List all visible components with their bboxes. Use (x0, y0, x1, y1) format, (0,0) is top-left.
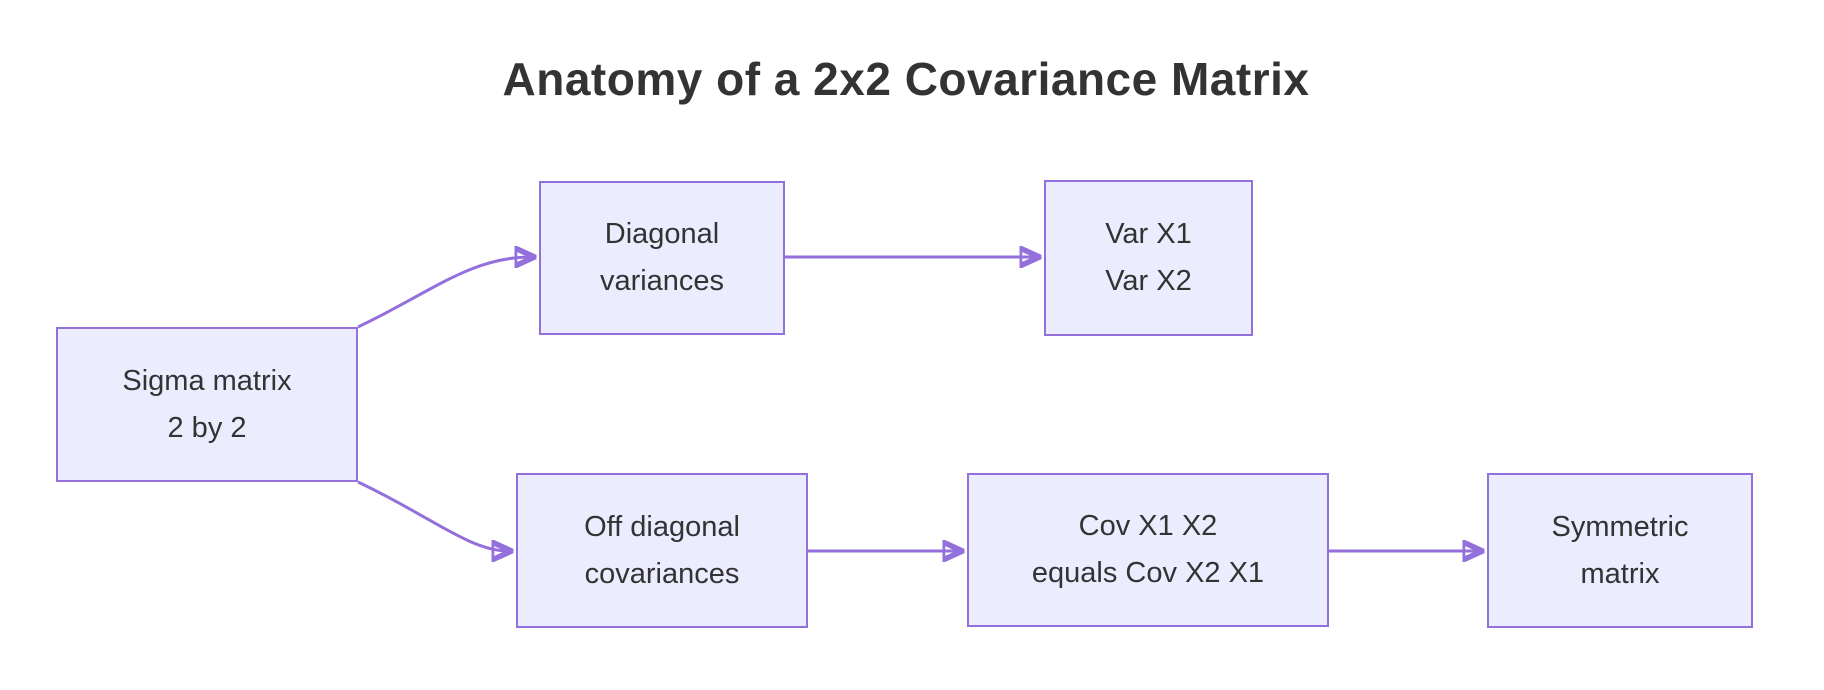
node-label-line: matrix (1580, 557, 1660, 590)
node-sigma-matrix: Sigma matrix 2 by 2 (56, 327, 358, 482)
node-diagonal-variances: Diagonal variances (539, 181, 785, 335)
edge-sigma-to-offdiag (357, 480, 508, 551)
node-off-diagonal-covariances: Off diagonal covariances (516, 473, 808, 628)
node-label-line: covariances (584, 557, 740, 590)
node-label-line: Cov X1 X2 (1078, 510, 1218, 543)
node-label-line: Sigma matrix (122, 364, 292, 397)
edge-sigma-to-diagonal (357, 257, 531, 329)
node-label-line: Symmetric (1551, 510, 1689, 543)
node-label-line: 2 by 2 (167, 411, 247, 444)
node-label-line: Var X1 (1105, 218, 1192, 251)
node-symmetric-matrix: Symmetric matrix (1487, 473, 1753, 628)
node-variances: Var X1 Var X2 (1044, 180, 1253, 336)
node-label-line: equals Cov X2 X1 (1031, 557, 1265, 589)
node-label-line: Diagonal (604, 218, 720, 251)
node-label-line: Off diagonal (584, 510, 740, 543)
node-label-line: variances (599, 265, 725, 297)
diagram-title: Anatomy of a 2x2 Covariance Matrix (502, 53, 1310, 105)
node-label-line: Var X2 (1105, 265, 1192, 297)
node-covariance-equality: Cov X1 X2 equals Cov X2 X1 (967, 473, 1329, 627)
